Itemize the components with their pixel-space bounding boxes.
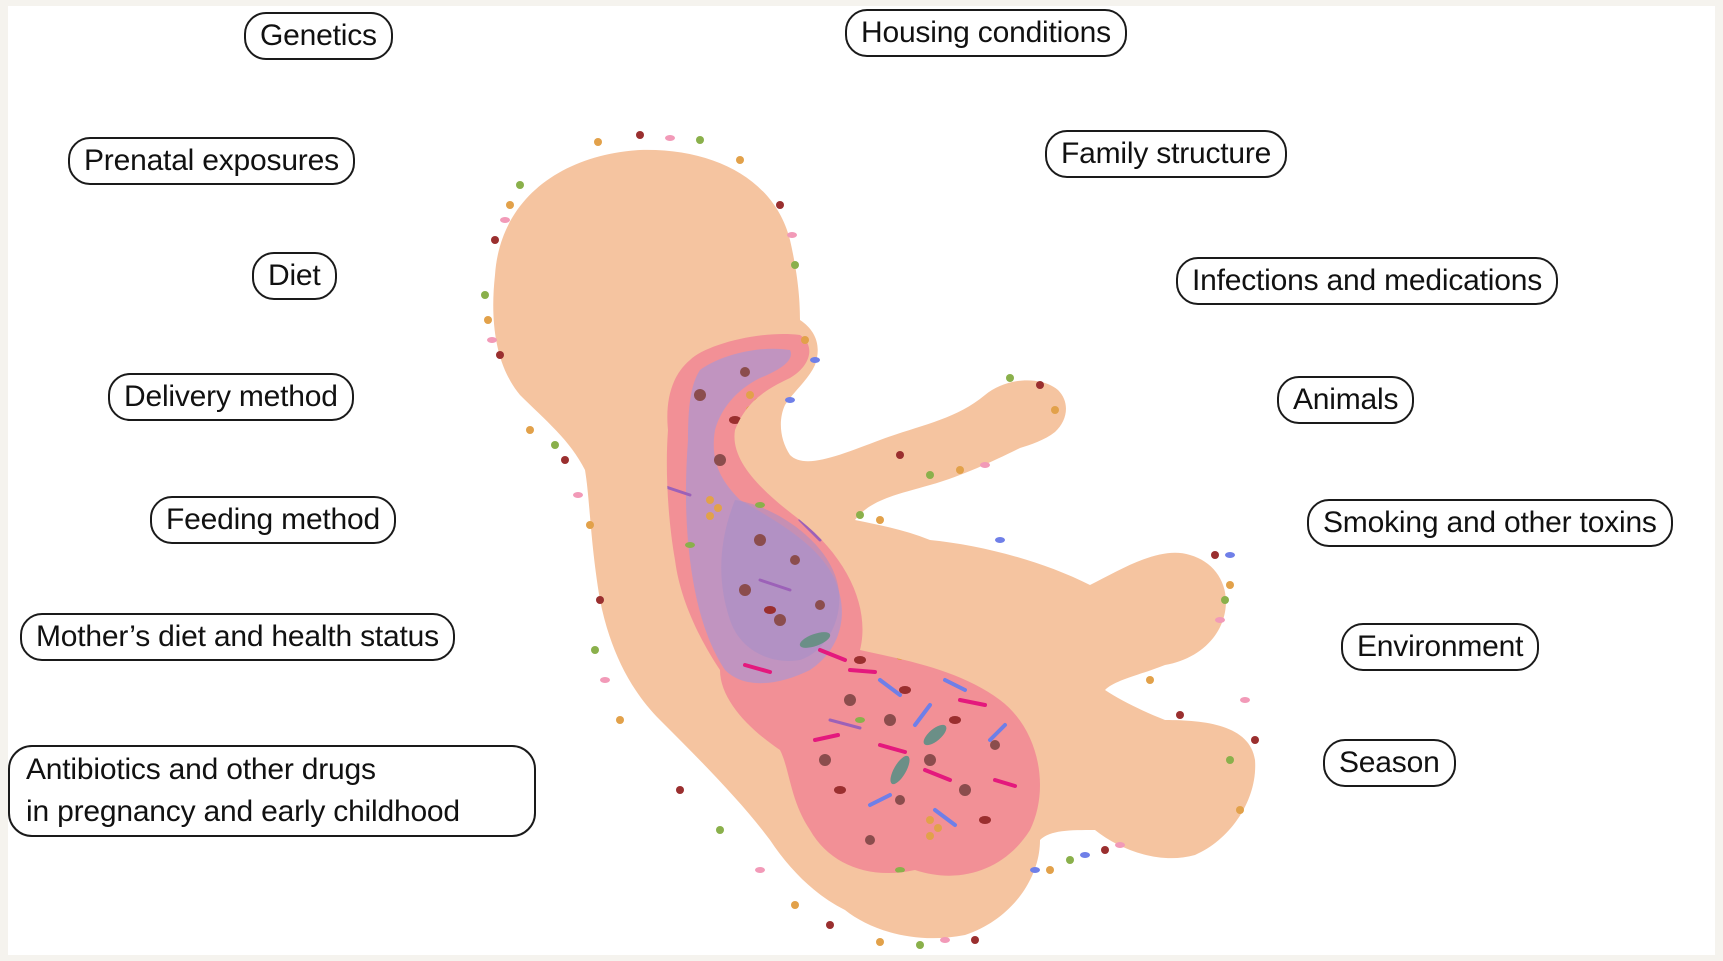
factor-feeding-method: Feeding method	[150, 496, 396, 544]
factor-smoking-toxins: Smoking and other toxins	[1307, 499, 1673, 547]
factor-family-structure: Family structure	[1045, 130, 1287, 178]
factor-diet: Diet	[252, 252, 337, 300]
factor-delivery-method: Delivery method	[108, 373, 354, 421]
factor-genetics: Genetics	[244, 12, 393, 60]
factor-antibiotics-line2: in pregnancy and early childhood	[26, 791, 518, 833]
factor-animals: Animals	[1277, 376, 1414, 424]
factor-housing-conditions: Housing conditions	[845, 9, 1127, 57]
factor-antibiotics-drugs: Antibiotics and other drugs in pregnancy…	[8, 745, 536, 837]
factor-season: Season	[1323, 739, 1456, 787]
factor-antibiotics-line1: Antibiotics and other drugs	[26, 749, 518, 791]
factor-environment: Environment	[1341, 623, 1539, 671]
factor-prenatal-exposures: Prenatal exposures	[68, 137, 355, 185]
factor-mothers-diet-health: Mother’s diet and health status	[20, 613, 455, 661]
factor-infections-medications: Infections and medications	[1176, 257, 1558, 305]
